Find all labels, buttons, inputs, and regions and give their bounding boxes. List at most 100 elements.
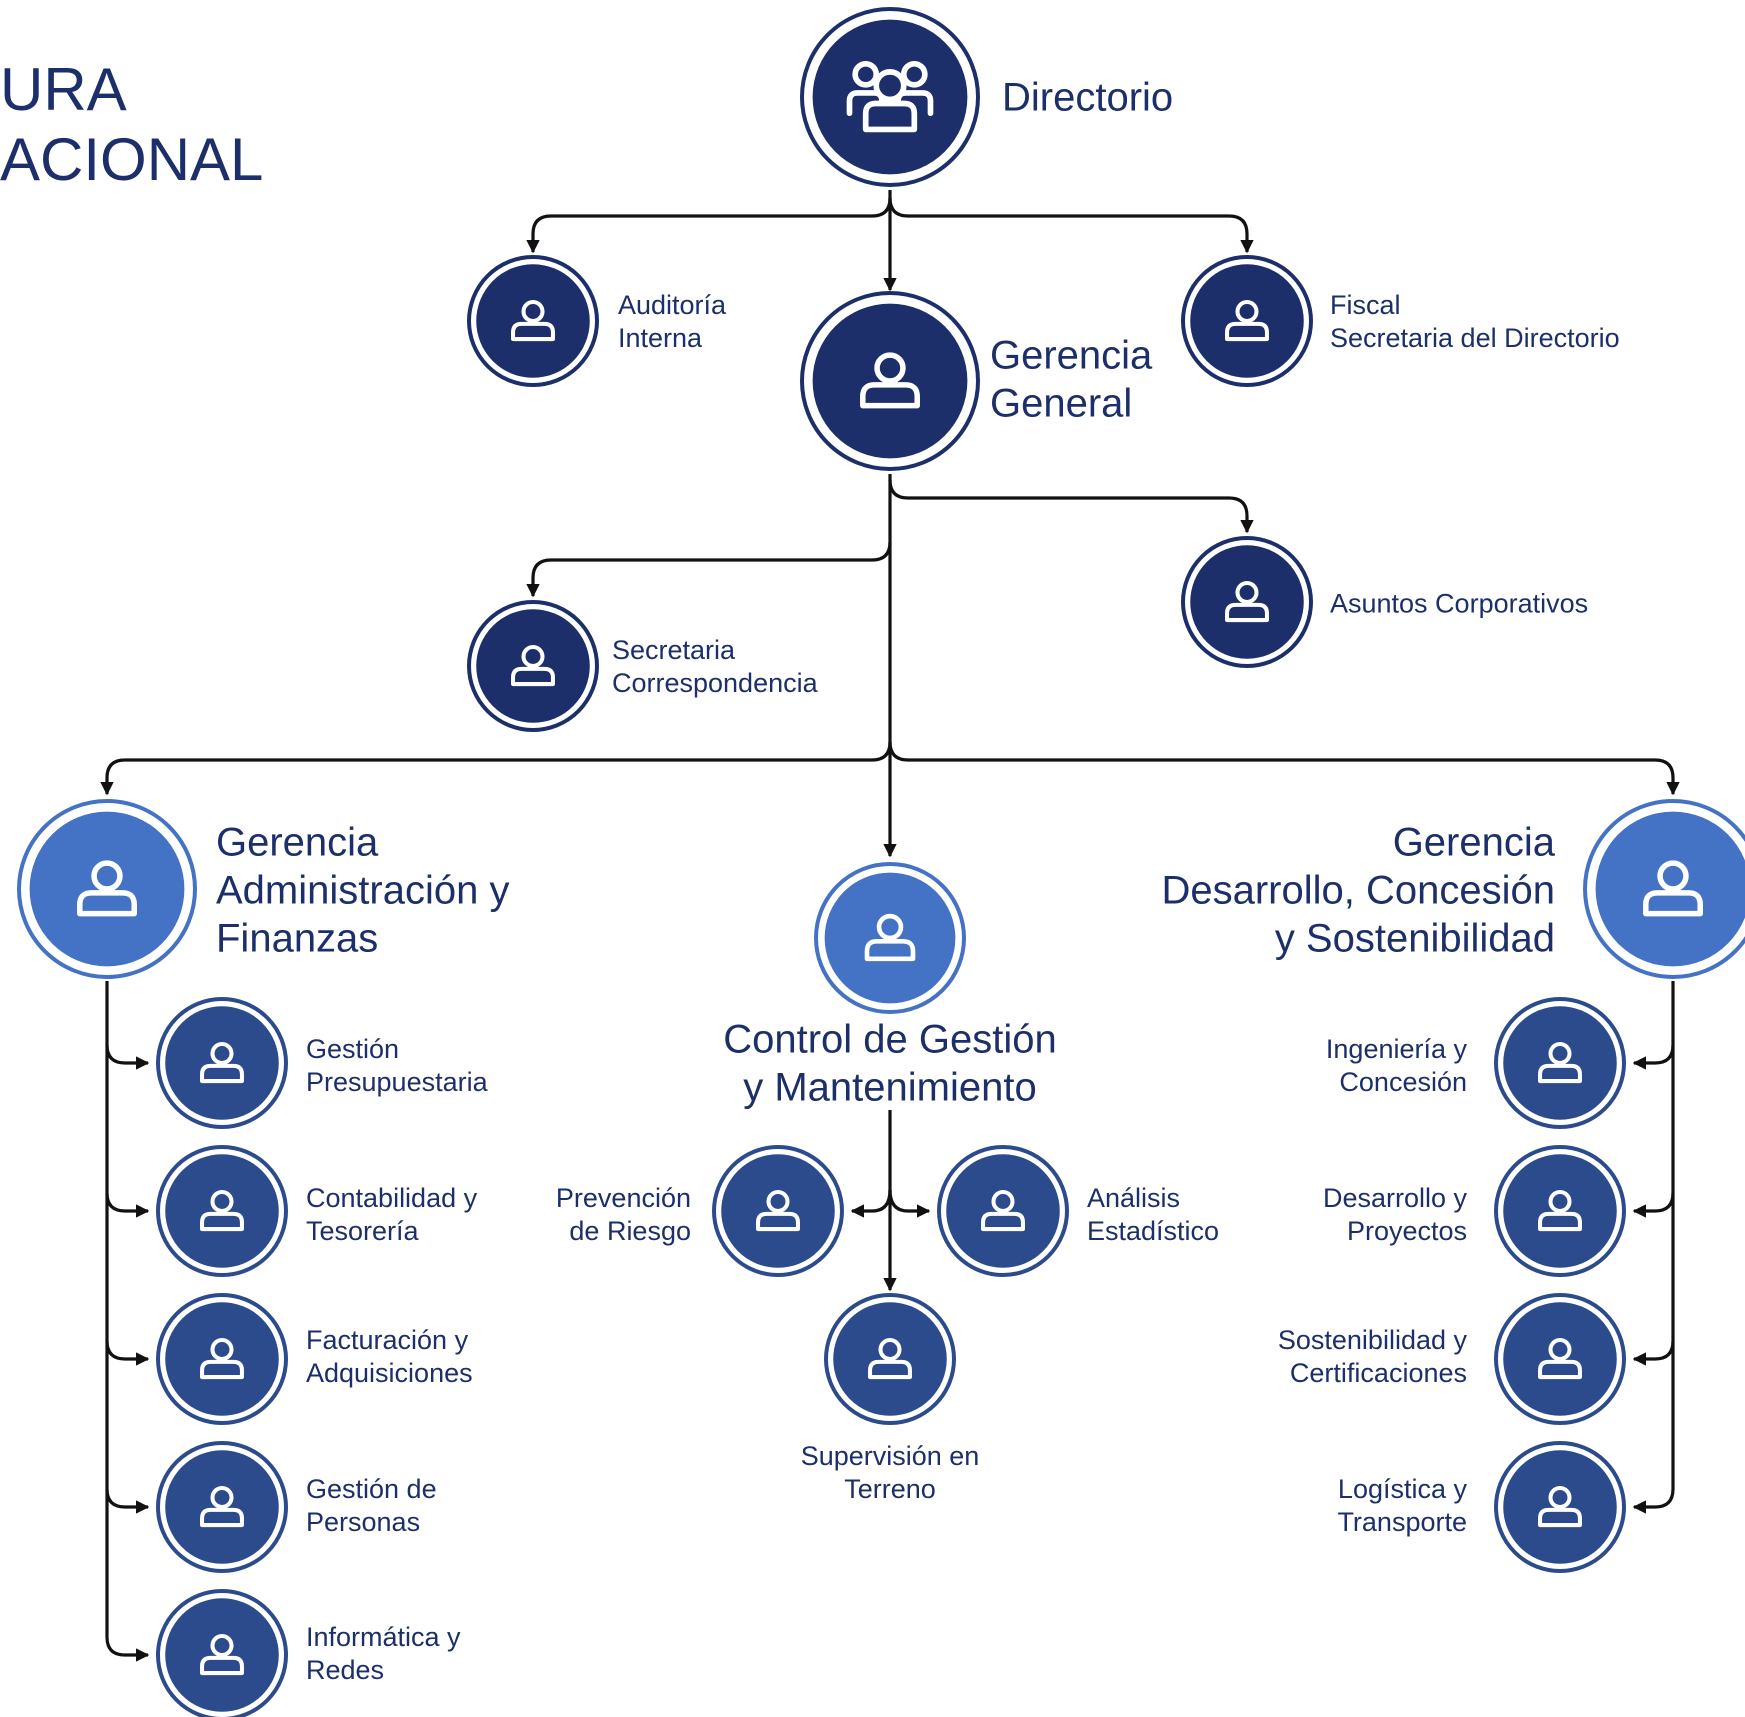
person-icon <box>1538 1485 1582 1528</box>
person-icon <box>200 1041 244 1084</box>
node-label: Asuntos Corporativos <box>1330 589 1588 619</box>
node-label: y Sostenibilidad <box>1275 916 1555 960</box>
connector-line <box>526 197 892 254</box>
person-icon <box>1538 1189 1582 1232</box>
connector-line <box>888 479 1254 534</box>
group-icon <box>846 60 934 133</box>
connector-line <box>100 741 892 796</box>
node-label: Terreno <box>844 1474 936 1504</box>
node-label: Secretaria del Directorio <box>1330 323 1620 353</box>
node-label: Presupuestaria <box>306 1067 489 1097</box>
connector-line <box>526 541 892 598</box>
person-icon <box>860 352 920 409</box>
node-label: Informática y <box>306 1622 461 1652</box>
connector-line <box>105 981 150 1662</box>
person-icon <box>511 299 555 342</box>
node-label: Contabilidad y <box>306 1183 478 1213</box>
node-label: Desarrollo y <box>1323 1183 1468 1213</box>
node-label: Auditoría <box>618 290 727 320</box>
person-icon <box>200 1189 244 1232</box>
person-icon <box>1225 299 1269 342</box>
node-label: Secretaria <box>612 635 736 665</box>
connector-line <box>105 1044 150 1070</box>
person-icon <box>864 913 916 962</box>
node-label: General <box>990 381 1132 425</box>
connector-line <box>1632 981 1675 1514</box>
node-label: Proyectos <box>1347 1216 1467 1246</box>
node-label: Supervisión en <box>801 1441 980 1471</box>
node-label: Interna <box>618 323 703 353</box>
node-label: Certificaciones <box>1290 1358 1467 1388</box>
node-asuntos: Asuntos Corporativos <box>1181 536 1588 668</box>
node-label: y Mantenimiento <box>743 1065 1036 1109</box>
node-label: Transporte <box>1337 1507 1467 1537</box>
node-label: Finanzas <box>216 916 378 960</box>
connector-line <box>105 1340 150 1366</box>
person-icon <box>868 1337 912 1380</box>
person-icon <box>200 1633 244 1676</box>
node-label: Redes <box>306 1655 384 1685</box>
connector-line <box>105 1192 150 1218</box>
node-label: Gerencia <box>1393 820 1556 864</box>
connector-line <box>105 1488 150 1514</box>
node-label: Correspondencia <box>612 668 819 698</box>
person-icon <box>1225 580 1269 623</box>
connector-line <box>888 197 1254 254</box>
node-label: Estadístico <box>1087 1216 1219 1246</box>
person-icon <box>200 1337 244 1380</box>
connector-line <box>1632 1192 1675 1218</box>
title-line-2: ACIONAL <box>0 126 263 193</box>
connector-line <box>888 741 1680 796</box>
connectors <box>100 190 1680 1662</box>
person-icon <box>1538 1337 1582 1380</box>
node-label: Concesión <box>1339 1067 1467 1097</box>
connector-line <box>1632 1044 1675 1070</box>
node-directorio: Directorio <box>800 7 1173 187</box>
node-label: Tesorería <box>306 1216 420 1246</box>
node-label: de Riesgo <box>569 1216 691 1246</box>
title-line-1: URA <box>0 56 127 123</box>
node-label: Personas <box>306 1507 420 1537</box>
person-icon <box>511 644 555 687</box>
node-label: Análisis <box>1087 1183 1180 1213</box>
person-icon <box>200 1485 244 1528</box>
person-icon <box>77 860 137 917</box>
connector-line <box>850 1189 892 1218</box>
node-label: Gestión de <box>306 1474 437 1504</box>
person-icon <box>981 1189 1025 1232</box>
node-label: Control de Gestión <box>723 1017 1057 1061</box>
node-label: Gestión <box>306 1034 399 1064</box>
node-label: Logística y <box>1338 1474 1468 1504</box>
node-label: Facturación y <box>306 1325 469 1355</box>
person-icon <box>1538 1041 1582 1084</box>
node-label: Administración y <box>216 868 509 912</box>
person-icon <box>756 1189 800 1232</box>
node-label: Directorio <box>1002 75 1173 119</box>
node-label: Ingeniería y <box>1326 1034 1468 1064</box>
connector-line <box>1632 1340 1675 1366</box>
node-label: Prevención <box>556 1183 691 1213</box>
connector-line <box>888 1189 931 1218</box>
node-label: Adquisiciones <box>306 1358 473 1388</box>
node-label: Desarrollo, Concesión <box>1161 868 1555 912</box>
node-label: Sostenibilidad y <box>1278 1325 1468 1355</box>
